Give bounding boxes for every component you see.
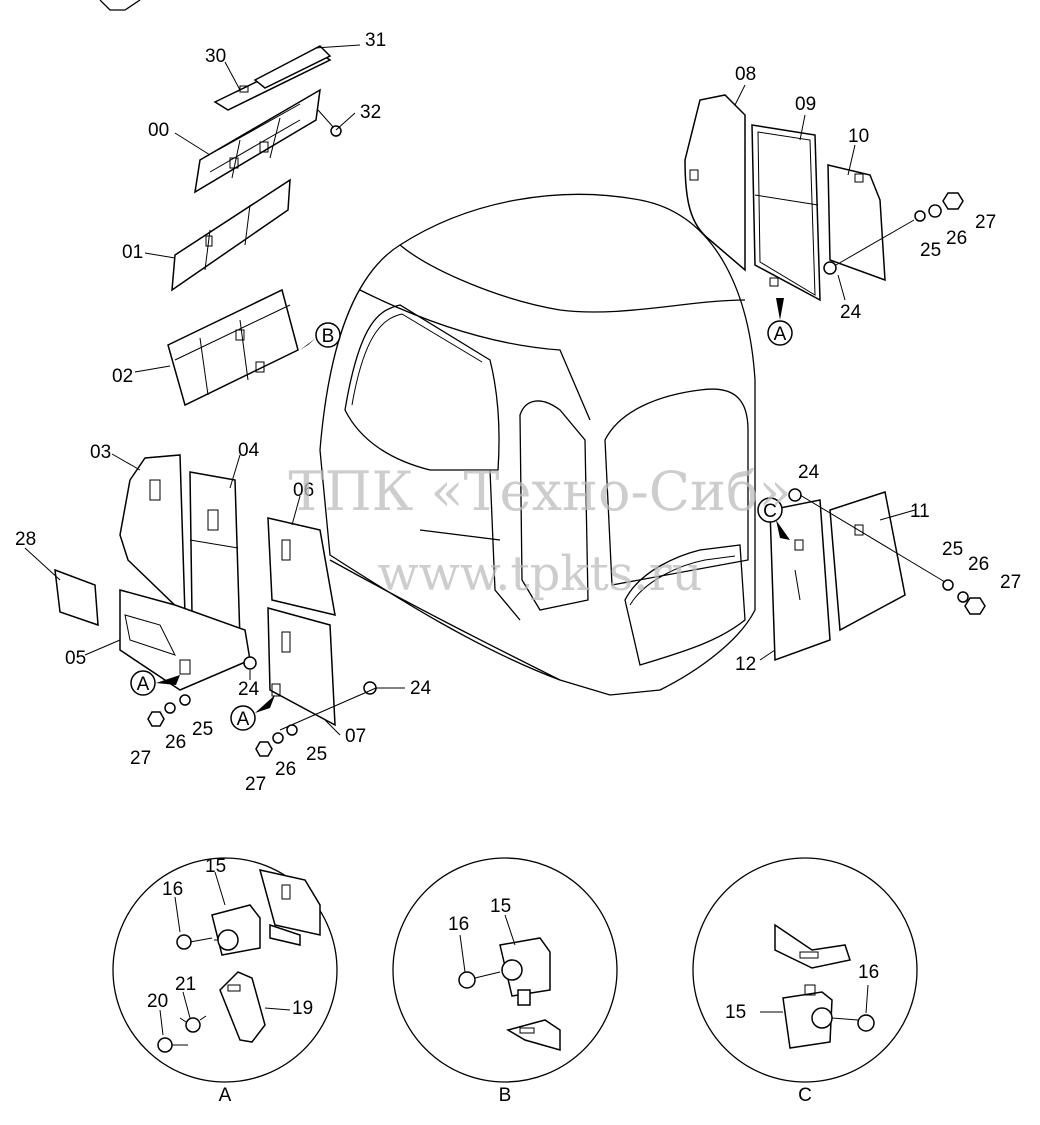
panel-08 [684, 94, 746, 272]
svg-text:20: 20 [147, 991, 168, 1012]
label-24-mid-right: 24 [798, 462, 820, 483]
svg-text:A: A [137, 674, 150, 695]
label-26-left-b: 26 [275, 759, 296, 780]
callout-A-left1: A [130, 670, 180, 696]
panel-10 [827, 164, 886, 282]
roof-panel-31 [253, 45, 332, 89]
panel-28 [54, 568, 99, 627]
corner-fragment [99, 0, 141, 11]
label-25-mid-right: 25 [942, 539, 963, 560]
svg-text:A: A [774, 324, 787, 345]
detail-A [112, 857, 338, 1083]
label-32: 32 [360, 102, 381, 123]
label-05: 05 [65, 648, 86, 669]
label-24-left-b: 24 [410, 678, 432, 699]
detail-B [392, 857, 618, 1083]
svg-text:ТПК «Техно-Сиб»: ТПК «Техно-Сиб» [288, 460, 791, 523]
label-27-left-a: 27 [130, 748, 151, 769]
label-00: 00 [148, 120, 169, 141]
bolt-32 [317, 109, 342, 137]
panel-03 [119, 454, 186, 617]
svg-text:16: 16 [162, 879, 183, 900]
svg-text:A: A [237, 709, 250, 730]
panel-12 [769, 499, 831, 662]
cab-body [319, 193, 756, 696]
label-25-top-right: 25 [920, 240, 941, 261]
part-labels: 30 31 32 00 01 02 03 04 05 06 07 08 09 1… [15, 30, 1021, 795]
label-26-left-a: 26 [165, 732, 186, 753]
callout-A-right: A [767, 298, 793, 346]
watermark: ТПК «Техно-Сиб» www.tpkts.ru [288, 460, 791, 602]
label-10: 10 [848, 126, 869, 147]
label-31: 31 [365, 30, 386, 51]
roof-panel-00 [194, 88, 321, 194]
svg-text:15: 15 [205, 856, 226, 877]
svg-text:C: C [763, 501, 777, 522]
callout-A-left2: A [230, 695, 275, 731]
label-11: 11 [910, 501, 930, 522]
detail-A-labels: 16 15 19 20 21 A [147, 856, 313, 1106]
label-27-mid-right: 27 [1000, 572, 1021, 593]
label-25-left-a: 25 [192, 719, 213, 740]
label-24-left-a: 24 [238, 679, 260, 700]
detail-C-title: C [798, 1085, 812, 1106]
label-27-left-b: 27 [245, 774, 266, 795]
panel-04 [189, 471, 241, 642]
detail-B-title: B [499, 1085, 512, 1106]
label-27-top-right: 27 [975, 212, 996, 233]
label-24-top-right: 24 [840, 302, 862, 323]
roof-panel-01 [171, 178, 291, 292]
detail-A-title: A [219, 1085, 232, 1106]
label-28: 28 [15, 529, 36, 550]
detail-B-labels: 16 15 B [448, 896, 511, 1106]
svg-text:B: B [322, 326, 335, 347]
label-25-left-b: 25 [306, 744, 327, 765]
label-26-top-right: 26 [946, 228, 967, 249]
svg-text:www.tpkts.ru: www.tpkts.ru [378, 546, 703, 602]
svg-text:15: 15 [725, 1002, 746, 1023]
svg-text:21: 21 [175, 974, 196, 995]
svg-text:16: 16 [858, 962, 879, 983]
svg-text:16: 16 [448, 914, 469, 935]
svg-text:19: 19 [292, 998, 313, 1019]
panel-11 [829, 491, 906, 632]
label-08: 08 [735, 64, 756, 85]
svg-text:15: 15 [490, 896, 511, 917]
hardware-left [147, 656, 377, 757]
callout-B: B [300, 322, 341, 350]
hardware-right-top [823, 192, 964, 275]
panel-07 [267, 607, 336, 727]
label-07: 07 [345, 726, 366, 747]
label-06: 06 [293, 480, 314, 501]
callout-C: C [757, 497, 790, 540]
detail-C-labels: 16 15 C [725, 962, 879, 1106]
label-26-mid-right: 26 [968, 554, 989, 575]
leader-lines [24, 44, 916, 736]
label-01: 01 [122, 242, 143, 263]
label-02: 02 [112, 366, 133, 387]
hardware-right-mid [788, 488, 986, 615]
panel-09 [751, 124, 821, 302]
detail-C [692, 857, 918, 1083]
label-30: 30 [205, 46, 226, 67]
label-04: 04 [238, 440, 260, 461]
panel-06 [267, 517, 336, 616]
roof-panel-02 [167, 288, 299, 407]
label-03: 03 [90, 442, 111, 463]
label-09: 09 [795, 94, 816, 115]
label-12: 12 [735, 654, 756, 675]
